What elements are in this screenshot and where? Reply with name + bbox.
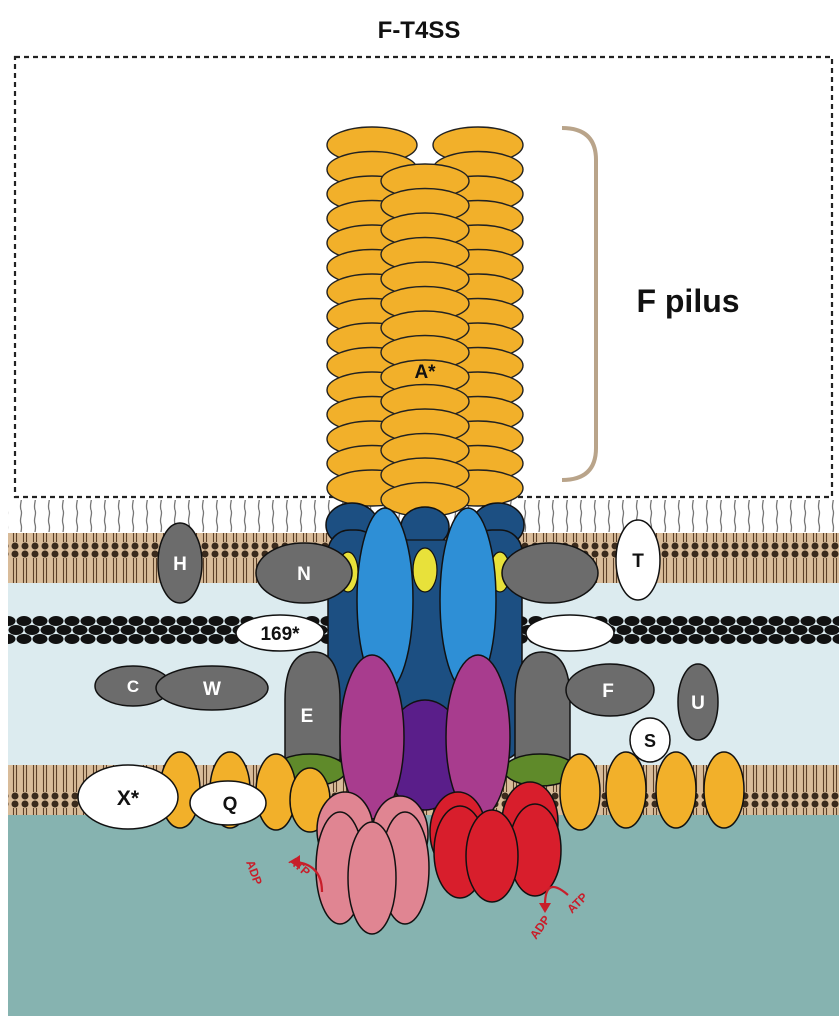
pilus-bracket: [562, 128, 596, 480]
label-e: E: [301, 706, 314, 727]
im-subunit: [560, 754, 600, 830]
label-h: H: [173, 554, 187, 575]
label-u: U: [691, 693, 705, 714]
label-a: A*: [414, 362, 436, 383]
im-subunit: [606, 752, 646, 828]
diagram-title: F-T4SS: [378, 17, 461, 44]
label-x: X*: [117, 787, 140, 810]
im-subunit: [656, 752, 696, 828]
label-n: N: [297, 564, 311, 585]
label-t: T: [632, 551, 644, 572]
label-c: C: [127, 677, 139, 696]
protein-e-partner: [515, 652, 570, 760]
label-s: S: [644, 731, 656, 751]
label-f: F: [602, 681, 614, 702]
pilus-label: F pilus: [636, 283, 739, 319]
label-169: 169*: [260, 624, 300, 645]
im-subunit: [704, 752, 744, 828]
protein-n-partner: [502, 543, 598, 603]
ring-yellow-mid: [413, 548, 437, 592]
f-pilus: [327, 127, 523, 517]
protein-169-partner: [526, 615, 614, 651]
label-q: Q: [223, 794, 238, 815]
label-w: W: [203, 679, 221, 700]
